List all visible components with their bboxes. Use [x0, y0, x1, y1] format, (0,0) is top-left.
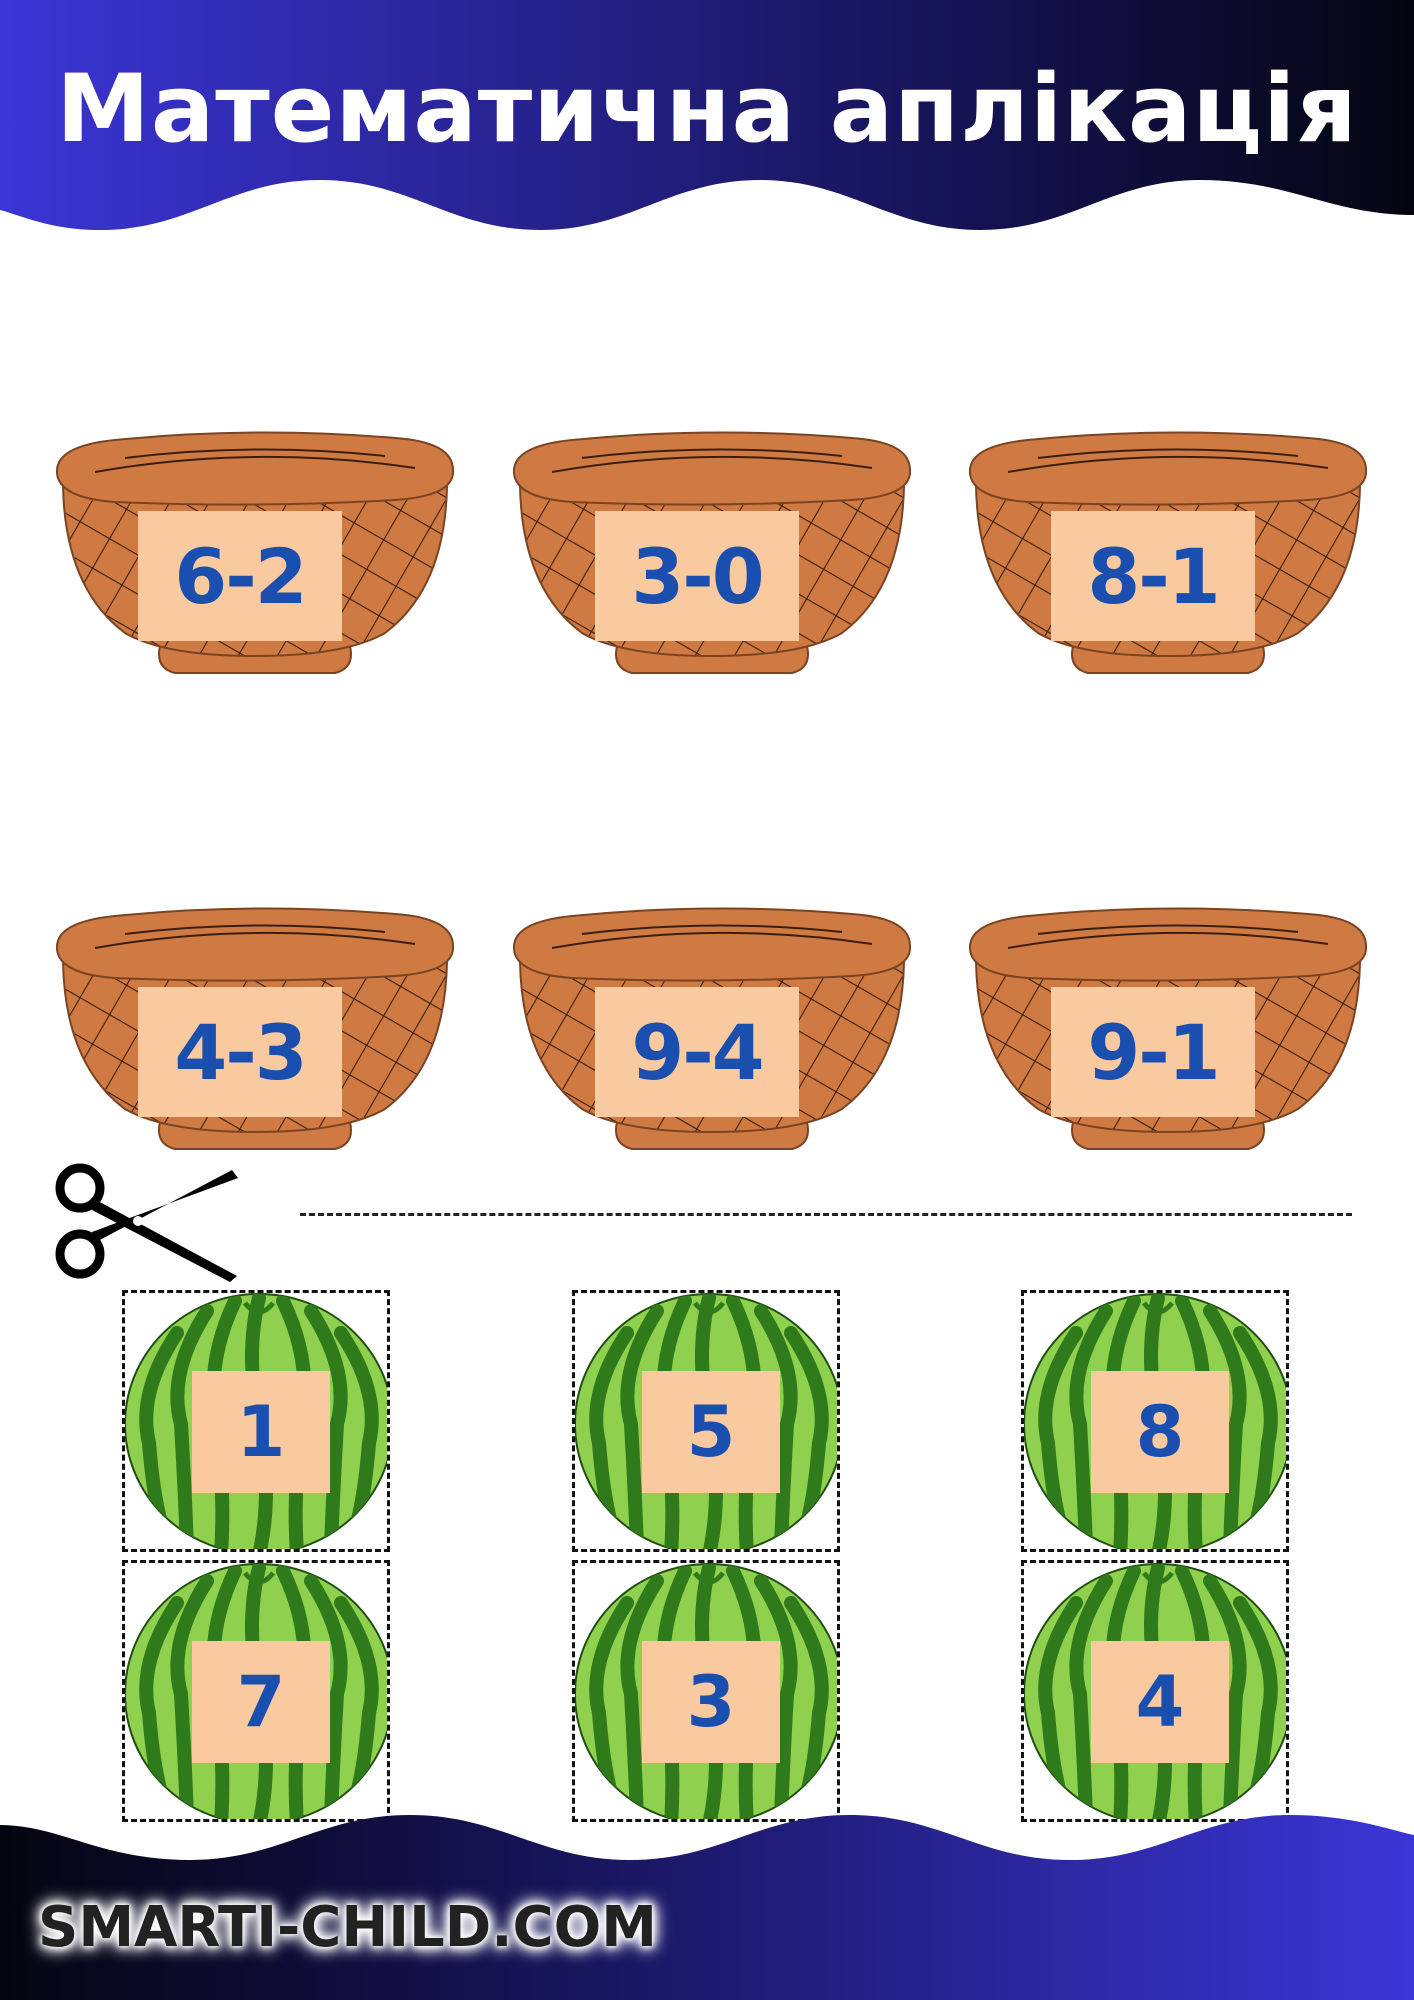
number-label: 4	[1091, 1641, 1229, 1763]
expression-label: 9-1	[1051, 987, 1255, 1117]
number-label: 5	[642, 1371, 780, 1493]
watermelon-card[interactable]: 8	[1021, 1290, 1289, 1552]
watermelon-card[interactable]: 7	[122, 1560, 390, 1822]
basket-card: 8-1	[968, 428, 1368, 688]
basket-card: 9-4	[512, 904, 912, 1164]
expression-label: 8-1	[1051, 511, 1255, 641]
basket-card: 3-0	[512, 428, 912, 688]
page-title: Математична аплікація	[56, 55, 1358, 164]
watermelon-card[interactable]: 3	[572, 1560, 840, 1822]
brand-logo: SMARTI-CHILD.COM	[38, 1895, 657, 1960]
watermelon-card[interactable]: 4	[1021, 1560, 1289, 1822]
basket-card: 6-2	[55, 428, 455, 688]
footer-banner	[0, 1815, 1414, 2000]
expression-label: 6-2	[138, 511, 342, 641]
number-label: 8	[1091, 1371, 1229, 1493]
expression-label: 9-4	[595, 987, 799, 1117]
number-label: 1	[192, 1371, 330, 1493]
number-label: 3	[642, 1641, 780, 1763]
cut-line	[300, 1213, 1352, 1216]
basket-card: 4-3	[55, 904, 455, 1164]
watermelon-card[interactable]: 1	[122, 1290, 390, 1552]
expression-label: 4-3	[138, 987, 342, 1117]
expression-label: 3-0	[595, 511, 799, 641]
header-banner	[0, 0, 1414, 240]
number-label: 7	[192, 1641, 330, 1763]
scissors-icon	[52, 1158, 238, 1284]
watermelon-card[interactable]: 5	[572, 1290, 840, 1552]
basket-card: 9-1	[968, 904, 1368, 1164]
